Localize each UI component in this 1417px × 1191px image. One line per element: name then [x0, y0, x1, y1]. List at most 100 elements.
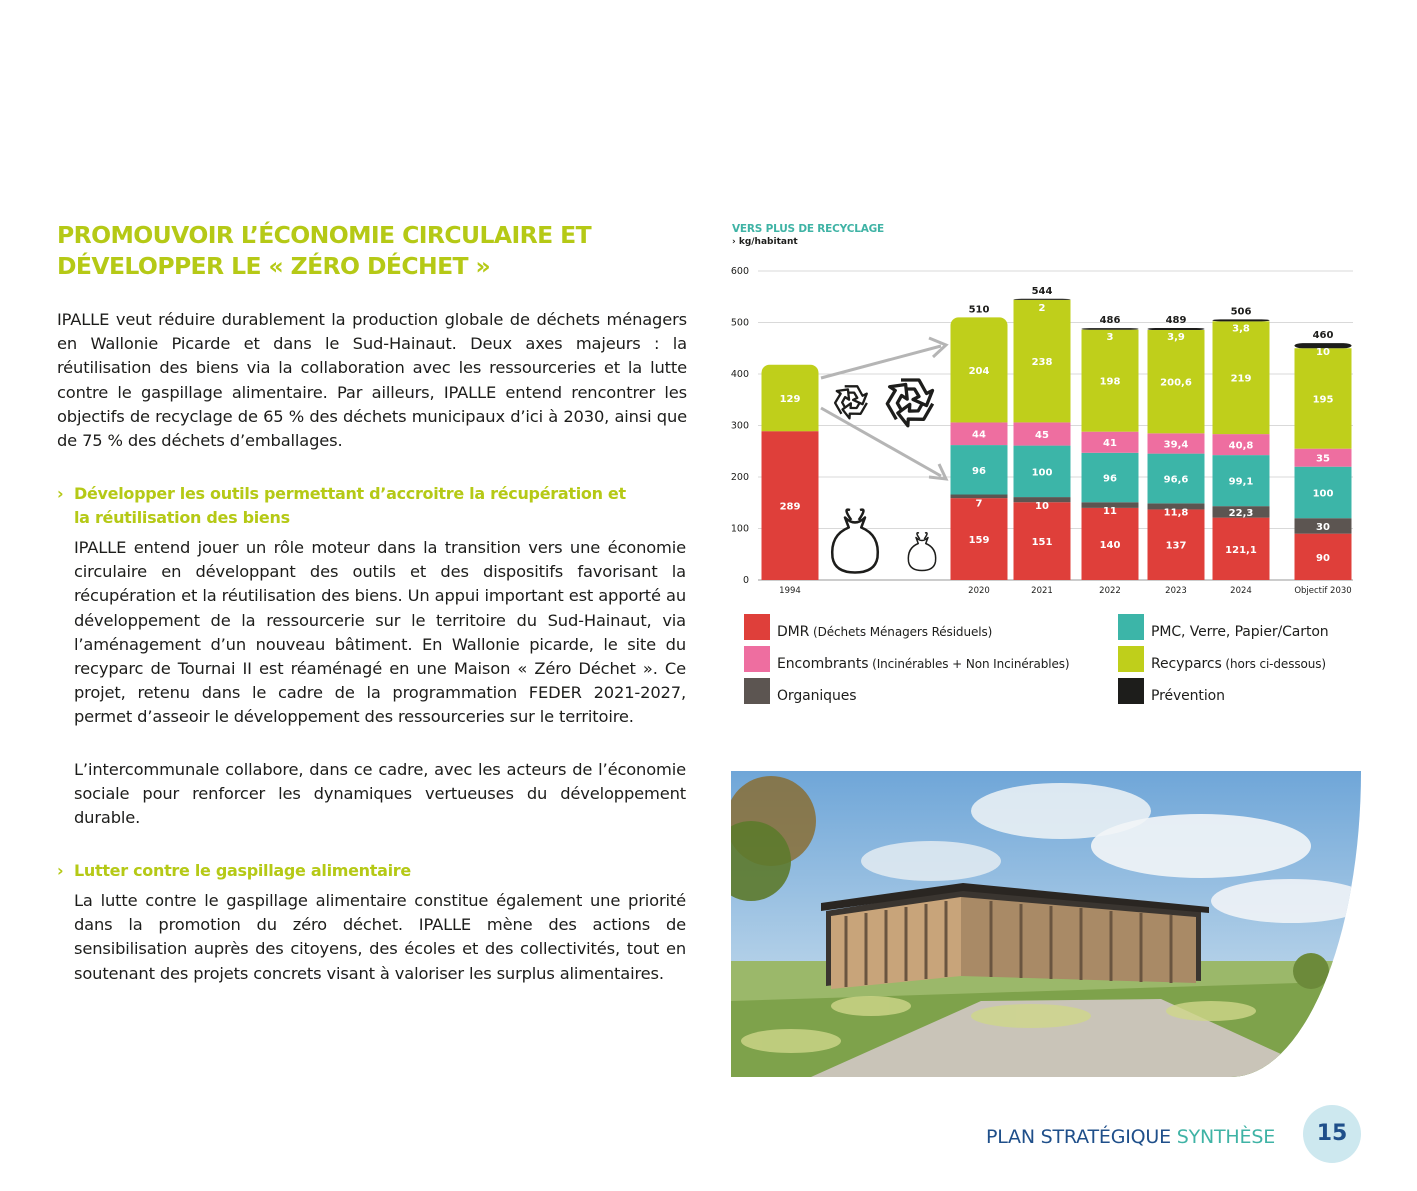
- data-label: 159: [969, 535, 990, 546]
- legend-label: Organiques: [777, 688, 857, 704]
- data-label: 151: [1032, 537, 1053, 548]
- data-label: 96: [972, 466, 986, 477]
- data-label: 3,9: [1167, 332, 1185, 343]
- legend-name: Organiques: [777, 688, 857, 704]
- bar-segment: [1294, 448, 1352, 467]
- legend-name: Prévention: [1151, 688, 1225, 704]
- trash-bag-icon: [907, 532, 937, 572]
- data-label: 22,3: [1229, 508, 1254, 519]
- bar-segment: [1081, 431, 1139, 453]
- legend-label: Prévention: [1151, 688, 1225, 704]
- x-tick-label: 2020: [968, 586, 990, 596]
- y-tick-label: 100: [731, 524, 749, 535]
- bar-segment: [1147, 509, 1205, 580]
- bar-segment: [1147, 330, 1205, 434]
- x-tick-label: 2023: [1165, 586, 1187, 596]
- data-label: 100: [1032, 467, 1053, 478]
- section2-heading-text: Lutter contre le gaspillage alimentaire: [74, 861, 411, 880]
- total-label: 544: [1032, 286, 1053, 297]
- bar-segment-fill: [761, 372, 819, 432]
- chevron-icon: ›: [57, 484, 64, 503]
- y-tick-label: 0: [743, 575, 749, 586]
- data-label: 40,8: [1229, 441, 1254, 452]
- bar-segment: [1081, 502, 1139, 508]
- arrow-lower-line: [820, 406, 942, 478]
- bar-segment: [1081, 452, 1139, 503]
- bag-body: [830, 516, 880, 574]
- bar-segment: [1081, 328, 1139, 330]
- footer-label-accent: SYNTHÈSE: [1176, 1126, 1275, 1148]
- x-tick-label: Objectif 2030: [1294, 586, 1351, 596]
- section2-heading: › Lutter contre le gaspillage alimentaire: [57, 859, 687, 883]
- title-line-1: PROMOUVOIR L’ÉCONOMIE CIRCULAIRE ET: [57, 221, 592, 249]
- data-label: 129: [780, 394, 801, 405]
- bar-segment: [950, 445, 1008, 495]
- data-label: 137: [1166, 541, 1187, 552]
- recycle-arrow: [833, 388, 851, 415]
- recycle-icon: [885, 378, 935, 428]
- data-label: 100: [1313, 488, 1334, 499]
- bar-segment: [1013, 298, 1071, 300]
- footer-label-main: PLAN STRATÉGIQUE: [985, 1126, 1171, 1148]
- legend-name: DMR: [777, 624, 810, 640]
- legend-swatch: [744, 646, 770, 672]
- data-label: 219: [1231, 374, 1252, 385]
- data-label: 90: [1316, 553, 1330, 564]
- bag-tie: [916, 532, 928, 540]
- data-label: 140: [1100, 540, 1121, 551]
- section1-paragraph-1: IPALLE entend jouer un rôle moteur dans …: [74, 538, 686, 727]
- y-tick-label: 600: [731, 266, 749, 277]
- x-tick-label: 2024: [1230, 586, 1252, 596]
- data-label: 289: [780, 502, 801, 513]
- section2-paragraph: La lutte contre le gaspillage alimentair…: [74, 891, 686, 983]
- bar-segment: [950, 422, 1008, 446]
- legend-detail: (Déchets Ménagers Résiduels): [809, 625, 993, 639]
- bar-segment: [1147, 453, 1205, 504]
- section1-paragraph-2: L’intercommunale collabore, dans ce cadr…: [74, 760, 686, 828]
- bar-segment: [1147, 503, 1205, 510]
- section1-heading-line1: Développer les outils permettant d’accro…: [74, 484, 626, 503]
- title-line-2: DÉVELOPPER LE « ZÉRO DÉCHET »: [57, 252, 491, 280]
- intro-paragraph: IPALLE veut réduire durablement la produ…: [57, 310, 687, 451]
- data-label: 35: [1316, 454, 1330, 465]
- bag-tie: [845, 508, 865, 521]
- trend-arrows: [820, 336, 949, 481]
- data-label: 3,8: [1232, 323, 1250, 334]
- legend-label: PMC, Verre, Papier/Carton: [1151, 624, 1329, 640]
- data-label: 200,6: [1160, 378, 1192, 389]
- data-label: 45: [1035, 430, 1049, 441]
- data-label: 44: [972, 430, 986, 441]
- bar-segment: [1013, 299, 1071, 423]
- y-tick-label: 500: [731, 318, 749, 329]
- bar-segment: [950, 498, 1008, 580]
- trash-bag-icon: [830, 508, 880, 574]
- legend-swatch: [744, 678, 770, 704]
- total-label: 510: [969, 304, 990, 315]
- bar-segment: [1013, 422, 1071, 446]
- legend-detail: (Incinérables + Non Incinérables): [868, 657, 1070, 671]
- data-label: 10: [1316, 347, 1330, 358]
- data-label: 39,4: [1164, 439, 1189, 450]
- data-label: 41: [1103, 438, 1117, 449]
- bar-segment: [1212, 455, 1270, 507]
- legend-label: Recyparcs (hors ci-dessous): [1151, 656, 1326, 672]
- bar-segment: [1013, 497, 1071, 503]
- y-tick-label: 400: [731, 369, 749, 380]
- total-label: 460: [1313, 330, 1334, 341]
- section1-heading-line2: la réutilisation des biens: [74, 508, 290, 527]
- recycle-arrow: [841, 401, 868, 420]
- footer-label: PLAN STRATÉGIQUE SYNTHÈSE: [986, 1126, 1275, 1148]
- total-label: 506: [1231, 306, 1252, 317]
- data-label: 7: [976, 499, 983, 510]
- recycle-arrow: [885, 382, 909, 421]
- bar-segment: [1212, 434, 1270, 456]
- data-label: 99,1: [1229, 477, 1254, 488]
- recycling-bar-chart: 0100200300400500600289129199415979644204…: [731, 266, 1353, 596]
- data-label: 30: [1316, 522, 1330, 533]
- x-tick-label: 2021: [1031, 586, 1053, 596]
- y-tick-label: 300: [731, 421, 749, 432]
- legend-label: Encombrants (Incinérables + Non Incinéra…: [777, 656, 1070, 672]
- bar-segment: [1013, 445, 1071, 498]
- chevron-icon: ›: [57, 861, 64, 880]
- bar-segment: [1294, 348, 1352, 449]
